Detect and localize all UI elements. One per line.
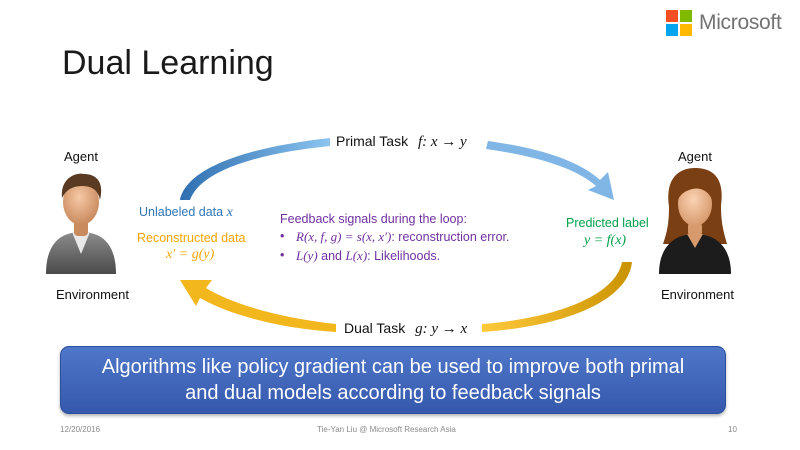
microsoft-logo-icon xyxy=(666,10,692,36)
bullet-icon: • xyxy=(280,229,285,243)
primal-task-formula: f: x → y xyxy=(417,134,467,150)
footer-date: 12/20/2016 xyxy=(60,425,101,434)
feedback-heading: Feedback signals during the loop: xyxy=(280,212,467,226)
right-environment-label: Environment xyxy=(661,287,734,302)
feedback-item: • R(x, f, g) = s(x, x′): reconstruction … xyxy=(280,229,509,245)
feedback-signals: Feedback signals during the loop: • R(x,… xyxy=(280,212,509,264)
predicted-formula: y = f(x) xyxy=(584,233,627,248)
dual-arrow-right xyxy=(482,262,632,332)
woman-avatar-icon xyxy=(659,168,731,274)
likelihood-y: L(y) xyxy=(296,248,318,263)
page-number: 10 xyxy=(728,425,737,434)
brand-name: Microsoft xyxy=(699,11,782,34)
footer-author: Tie-Yan Liu @ Microsoft Research Asia xyxy=(317,425,456,434)
slide-title: Dual Learning xyxy=(62,44,274,82)
reward-formula: R(x, f, g) = s(x, x′) xyxy=(296,229,392,244)
unlabeled-data-label: Unlabeled data x xyxy=(139,205,233,221)
banner-line-2: and dual models according to feedback si… xyxy=(185,382,601,404)
bullet-icon: • xyxy=(280,248,285,262)
dual-task-name: Dual Task xyxy=(344,320,406,336)
man-avatar-icon xyxy=(46,173,116,274)
dual-task-formula: g: y → x xyxy=(415,321,468,337)
reconstructed-data-label: Reconstructed data xyxy=(137,231,246,245)
feedback-item-text: : reconstruction error. xyxy=(391,230,510,244)
feedback-item-mid: and xyxy=(317,249,346,263)
feedback-item: • L(y) and L(x): Likelihoods. xyxy=(280,248,509,264)
summary-banner: Algorithms like policy gradient can be u… xyxy=(60,346,726,414)
right-agent-label: Agent xyxy=(678,149,712,164)
likelihood-x: L(x) xyxy=(345,248,368,263)
dual-arrow-left xyxy=(180,280,336,332)
primal-task-name: Primal Task xyxy=(336,133,409,149)
dual-task-label: Dual Task g: y → x xyxy=(344,320,467,338)
banner-line-1: Algorithms like policy gradient can be u… xyxy=(101,356,685,378)
reconstructed-formula: x′ = g(y) xyxy=(166,247,215,262)
primal-arrow-left xyxy=(180,138,330,200)
left-agent-label: Agent xyxy=(64,149,98,164)
unlabeled-data-var: x xyxy=(226,205,233,220)
microsoft-logo: Microsoft xyxy=(666,10,782,36)
left-environment-label: Environment xyxy=(56,287,129,302)
feedback-item-text: : Likelihoods. xyxy=(367,249,441,263)
predicted-label: Predicted label xyxy=(566,216,649,230)
primal-arrow-right xyxy=(486,141,614,200)
primal-task-label: Primal Task f: x → y xyxy=(336,133,467,151)
unlabeled-data-text: Unlabeled data xyxy=(139,205,224,219)
